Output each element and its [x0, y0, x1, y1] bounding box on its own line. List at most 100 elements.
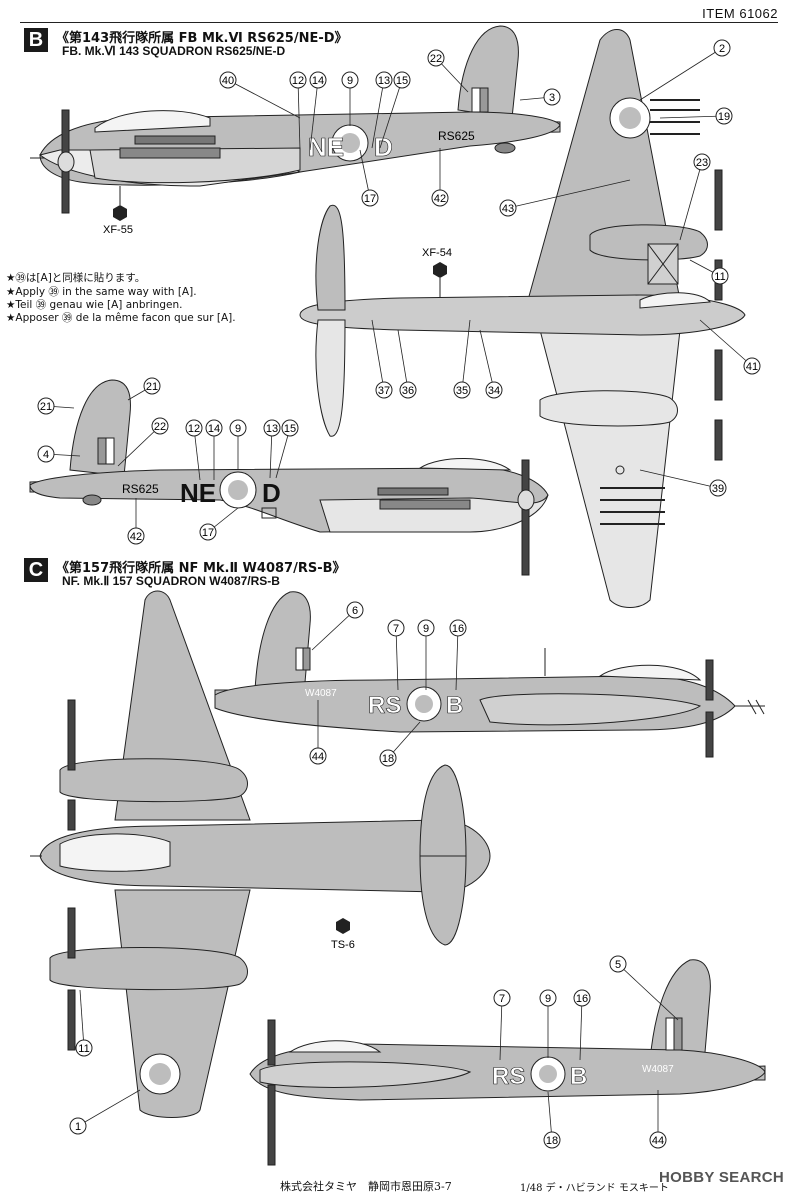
aircraft-c-side-view-upper	[214, 591, 765, 758]
callout-circle	[281, 419, 299, 437]
callout-circle	[37, 445, 55, 463]
callout-circle	[427, 49, 445, 67]
callout-number: 39	[712, 483, 724, 495]
callout-number: 42	[130, 531, 142, 543]
callout-circle	[229, 419, 247, 437]
section-b-title-jp: 《第143飛行隊所属 FB Mk.Ⅵ RS625/NE-D》	[56, 31, 348, 46]
callout-circle	[743, 357, 761, 375]
b-upper-code-right: D	[374, 132, 393, 162]
callout-leader	[275, 427, 291, 479]
callout-circle	[711, 267, 729, 285]
callout-circle	[69, 1117, 87, 1135]
callout-number: 6	[352, 605, 358, 617]
paint-label-xf55: XF-55	[103, 224, 133, 236]
callout-number: 4	[43, 449, 49, 461]
callout-circle	[573, 989, 591, 1007]
callout-number: 15	[284, 423, 296, 435]
callout-leader	[379, 79, 403, 149]
callout-circle	[143, 377, 161, 395]
callout-number: 44	[652, 1135, 664, 1147]
callout-number: 37	[378, 385, 390, 397]
callout-circle	[375, 71, 393, 89]
callout-leader	[455, 627, 459, 691]
callout-circle	[499, 199, 517, 217]
callout-number: 12	[188, 423, 200, 435]
b-lower-code-right: D	[262, 478, 281, 508]
callout-leader	[397, 329, 409, 391]
callout-leader	[617, 963, 679, 1021]
callout-number: 1	[75, 1121, 81, 1133]
callout-circle	[453, 381, 471, 399]
callout-circle	[709, 479, 727, 497]
callout-number: 42	[434, 193, 446, 205]
note-line-en: ★Apply ㊴ in the same way with [A].	[6, 286, 197, 298]
callout-circle	[37, 397, 55, 415]
callout-number: 3	[549, 92, 555, 104]
callout-number: 36	[402, 385, 414, 397]
callout-leader	[297, 79, 301, 151]
callout-leader	[227, 79, 301, 119]
callout-circle	[75, 1039, 93, 1057]
watermark-brand: HOBBY	[658, 1169, 715, 1186]
callout-circle	[539, 989, 557, 1007]
c-upper-code-left: RS	[368, 692, 401, 719]
callout-number: 9	[347, 75, 353, 87]
section-c-title-en: NF. Mk.Ⅱ 157 SQUADRON W4087/RS-B	[62, 574, 280, 588]
callout-circle	[485, 381, 503, 399]
callout-number: 16	[452, 623, 464, 635]
callout-circle	[341, 71, 359, 89]
callout-number: 18	[546, 1135, 558, 1147]
b-lower-serial: RS625	[122, 482, 159, 496]
callout-number: 19	[718, 111, 730, 123]
b-lower-code-left: NE	[180, 478, 216, 508]
note-line-jp: ★㊴は[A]と同様に貼ります。	[6, 272, 146, 284]
callout-number: 13	[378, 75, 390, 87]
callout-number: 22	[154, 421, 166, 433]
callout-leader	[659, 115, 725, 119]
callout-leader	[395, 627, 399, 691]
callout-number: 21	[40, 401, 52, 413]
callout-number: 22	[430, 53, 442, 65]
callout-leader	[639, 47, 723, 101]
callout-leader	[311, 609, 356, 651]
callout-leader	[461, 319, 471, 391]
callout-circle	[649, 1131, 667, 1149]
callout-number: 12	[292, 75, 304, 87]
callout-circle	[449, 619, 467, 637]
callout-number: 7	[393, 623, 399, 635]
c-lower-code-left: RS	[492, 1063, 525, 1090]
callout-number: 14	[312, 75, 324, 87]
callout-leader	[479, 329, 495, 391]
callout-leader	[309, 79, 319, 151]
callout-leader	[499, 997, 503, 1061]
callout-leader	[79, 989, 85, 1049]
aircraft-b-plan-view	[299, 29, 746, 608]
paint-chip-xf55	[113, 205, 127, 221]
callout-circle	[715, 107, 733, 125]
callout-number: 41	[746, 361, 758, 373]
callout-circle	[693, 153, 711, 171]
callout-number: 35	[456, 385, 468, 397]
aircraft-b-side-view-upper	[30, 25, 561, 214]
callout-number: 18	[382, 753, 394, 765]
callout-leader	[193, 427, 201, 481]
top-rule	[20, 22, 778, 23]
callout-circle	[289, 71, 307, 89]
callout-number: 40	[222, 75, 234, 87]
callout-number: 21	[146, 381, 158, 393]
callout-circle	[543, 88, 561, 106]
callout-circle	[399, 381, 417, 399]
footer-scale-title: 1/48 デ・ハビランド モスキート	[520, 1183, 669, 1194]
callout-number: 17	[364, 193, 376, 205]
callout-circle	[346, 601, 364, 619]
callout-circle	[609, 955, 627, 973]
aircraft-c-side-view-lower	[249, 959, 766, 1166]
callout-number: 17	[202, 527, 214, 539]
item-number: ITEM 61062	[702, 6, 778, 21]
callout-number: 23	[696, 157, 708, 169]
note-line-fr: ★Apposer ㊴ de la même facon que sur [A].	[6, 312, 236, 324]
callout-number: 44	[312, 751, 324, 763]
